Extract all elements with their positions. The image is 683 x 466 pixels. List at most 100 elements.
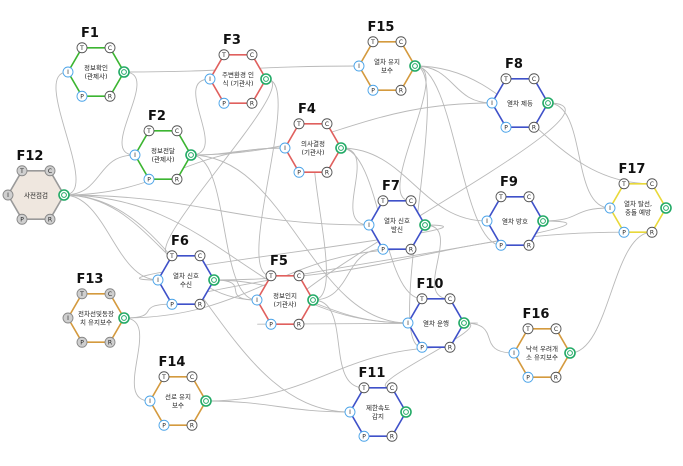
port-o[interactable] xyxy=(208,274,220,286)
port-p[interactable]: P xyxy=(500,121,512,133)
port-c[interactable]: C xyxy=(395,36,407,48)
port-p[interactable]: P xyxy=(377,243,389,255)
port-t[interactable]: T xyxy=(143,125,155,137)
port-r[interactable]: R xyxy=(104,336,116,348)
port-i[interactable]: I xyxy=(363,219,375,231)
port-r[interactable]: R xyxy=(405,243,417,255)
port-o[interactable] xyxy=(118,312,130,324)
port-o[interactable] xyxy=(260,73,272,85)
port-o[interactable] xyxy=(118,66,130,78)
port-r[interactable]: R xyxy=(171,173,183,185)
port-c[interactable]: C xyxy=(171,125,183,137)
port-r[interactable]: R xyxy=(528,121,540,133)
port-c[interactable]: C xyxy=(523,191,535,203)
port-t[interactable]: T xyxy=(416,293,428,305)
port-o[interactable] xyxy=(409,60,421,72)
port-i[interactable]: I xyxy=(486,97,498,109)
port-t[interactable]: T xyxy=(166,250,178,262)
port-p[interactable]: P xyxy=(293,166,305,178)
port-o[interactable] xyxy=(542,97,554,109)
port-c[interactable]: C xyxy=(444,293,456,305)
port-i[interactable]: I xyxy=(481,215,493,227)
port-t[interactable]: T xyxy=(522,323,534,335)
port-o[interactable] xyxy=(419,219,431,231)
port-r[interactable]: R xyxy=(44,213,56,225)
port-t[interactable]: T xyxy=(358,382,370,394)
port-p[interactable]: P xyxy=(76,336,88,348)
port-c[interactable]: C xyxy=(104,288,116,300)
port-p[interactable]: P xyxy=(158,419,170,431)
port-o[interactable] xyxy=(307,294,319,306)
port-r[interactable]: R xyxy=(293,318,305,330)
port-r[interactable]: R xyxy=(386,430,398,442)
port-t[interactable]: T xyxy=(218,49,230,61)
port-o[interactable] xyxy=(400,406,412,418)
port-r[interactable]: R xyxy=(246,97,258,109)
port-i[interactable]: I xyxy=(604,202,616,214)
port-t[interactable]: T xyxy=(16,165,28,177)
port-t[interactable]: T xyxy=(158,371,170,383)
port-p[interactable]: P xyxy=(218,97,230,109)
port-r[interactable]: R xyxy=(646,226,658,238)
port-t[interactable]: T xyxy=(76,288,88,300)
port-p[interactable]: P xyxy=(416,341,428,353)
port-o[interactable] xyxy=(537,215,549,227)
port-p[interactable]: P xyxy=(265,318,277,330)
port-i[interactable]: I xyxy=(62,66,74,78)
port-c[interactable]: C xyxy=(194,250,206,262)
port-o[interactable] xyxy=(564,347,576,359)
port-p[interactable]: P xyxy=(522,371,534,383)
port-c[interactable]: C xyxy=(44,165,56,177)
port-t[interactable]: T xyxy=(265,270,277,282)
port-o[interactable] xyxy=(58,189,70,201)
port-t[interactable]: T xyxy=(618,178,630,190)
port-c[interactable]: C xyxy=(528,73,540,85)
port-o[interactable] xyxy=(200,395,212,407)
port-i[interactable]: I xyxy=(508,347,520,359)
port-p[interactable]: P xyxy=(367,84,379,96)
port-r[interactable]: R xyxy=(523,239,535,251)
port-r[interactable]: R xyxy=(550,371,562,383)
port-i[interactable]: I xyxy=(279,142,291,154)
port-i[interactable]: I xyxy=(344,406,356,418)
port-c[interactable]: C xyxy=(646,178,658,190)
port-o[interactable] xyxy=(660,202,672,214)
port-i[interactable]: I xyxy=(152,274,164,286)
port-t[interactable]: T xyxy=(377,195,389,207)
port-o[interactable] xyxy=(458,317,470,329)
port-p[interactable]: P xyxy=(166,298,178,310)
port-i[interactable]: I xyxy=(204,73,216,85)
port-i[interactable]: I xyxy=(144,395,156,407)
port-p[interactable]: P xyxy=(76,90,88,102)
port-r[interactable]: R xyxy=(104,90,116,102)
port-p[interactable]: P xyxy=(143,173,155,185)
port-t[interactable]: T xyxy=(367,36,379,48)
port-r[interactable]: R xyxy=(194,298,206,310)
port-i[interactable]: I xyxy=(353,60,365,72)
port-t[interactable]: T xyxy=(76,42,88,54)
port-p[interactable]: P xyxy=(358,430,370,442)
port-i[interactable]: I xyxy=(129,149,141,161)
port-t[interactable]: T xyxy=(293,118,305,130)
port-r[interactable]: R xyxy=(321,166,333,178)
port-t[interactable]: T xyxy=(495,191,507,203)
port-i[interactable]: I xyxy=(2,189,14,201)
port-c[interactable]: C xyxy=(405,195,417,207)
port-c[interactable]: C xyxy=(186,371,198,383)
port-i[interactable]: I xyxy=(251,294,263,306)
port-i[interactable]: I xyxy=(62,312,74,324)
